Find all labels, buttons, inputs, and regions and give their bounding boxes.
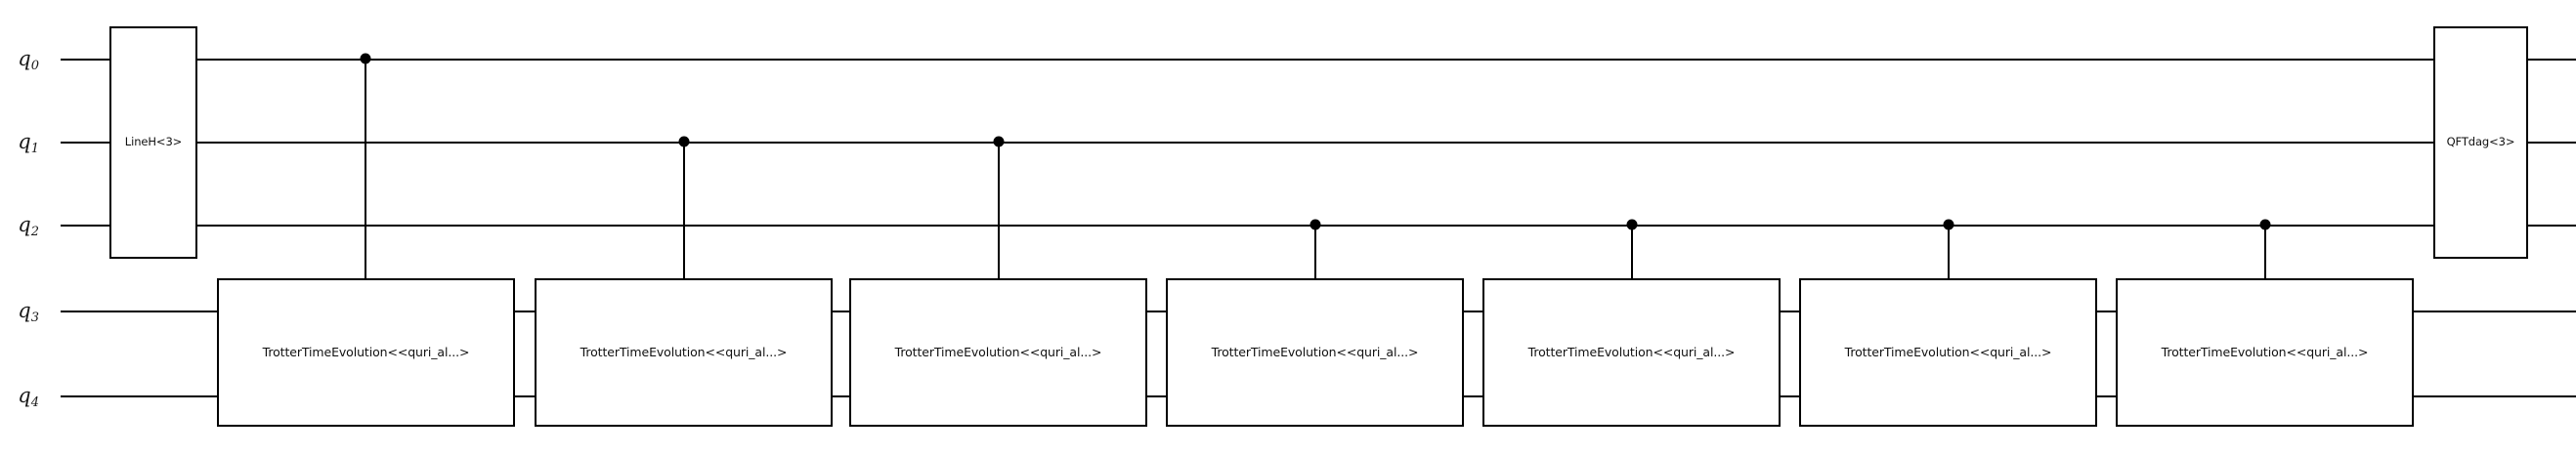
wire-q3-3	[1147, 311, 1166, 312]
wire-q2-2	[2528, 225, 2576, 227]
wire-q3-6	[2097, 311, 2116, 312]
gate-lineh-label: LineH<3>	[124, 135, 183, 149]
control-line-7	[2264, 225, 2266, 278]
wire-q0-1	[197, 59, 2433, 61]
wire-q1-1	[197, 142, 2433, 144]
control-line-5	[1631, 225, 1633, 278]
qubit-label-q0: q0	[18, 47, 39, 73]
gate-qftdag-label: QFTdag<3>	[2446, 135, 2515, 149]
gate-trotter-label-6: TrotterTimeEvolution<<quri_al...>	[1844, 344, 2052, 359]
wire-q0-2	[2528, 59, 2576, 61]
gate-trotter-label-3: TrotterTimeEvolution<<quri_al...>	[894, 344, 1102, 359]
control-dot-q2-6[interactable]	[1943, 219, 1954, 230]
wire-q4-1	[515, 395, 535, 397]
wire-q4-6	[2097, 395, 2116, 397]
gate-trotter-time-evolution-2[interactable]: TrotterTimeEvolution<<quri_al...>	[535, 278, 833, 427]
control-dot-q1-2[interactable]	[678, 136, 690, 147]
gate-qftdag[interactable]: QFTdag<3>	[2433, 26, 2528, 259]
control-dot-q2-7[interactable]	[2259, 219, 2271, 230]
control-dot-q1-3[interactable]	[993, 136, 1005, 147]
wire-q3-7	[2414, 311, 2576, 312]
qubit-label-q3: q3	[18, 299, 39, 325]
gate-trotter-label-7: TrotterTimeEvolution<<quri_al...>	[2161, 344, 2369, 359]
control-dot-q0-1[interactable]	[360, 53, 371, 64]
gate-trotter-time-evolution-4[interactable]: TrotterTimeEvolution<<quri_al...>	[1166, 278, 1464, 427]
wire-q3-5	[1781, 311, 1799, 312]
gate-trotter-time-evolution-7[interactable]: TrotterTimeEvolution<<quri_al...>	[2116, 278, 2414, 427]
qubit-label-q1: q1	[18, 130, 39, 156]
gate-trotter-label-4: TrotterTimeEvolution<<quri_al...>	[1211, 344, 1419, 359]
wire-q3-1	[515, 311, 535, 312]
control-line-2	[683, 142, 685, 278]
gate-trotter-time-evolution-6[interactable]: TrotterTimeEvolution<<quri_al...>	[1799, 278, 2097, 427]
wire-q3-0	[61, 311, 217, 312]
qubit-label-q4: q4	[18, 384, 39, 410]
gate-lineh[interactable]: LineH<3>	[109, 26, 197, 259]
control-line-4	[1314, 225, 1316, 278]
wire-q4-7	[2414, 395, 2576, 397]
control-line-6	[1948, 225, 1950, 278]
wire-q3-4	[1464, 311, 1482, 312]
control-line-3	[998, 142, 1000, 278]
qubit-label-q2: q2	[18, 213, 39, 239]
control-line-1	[365, 59, 366, 278]
gate-trotter-time-evolution-5[interactable]: TrotterTimeEvolution<<quri_al...>	[1482, 278, 1781, 427]
wire-q4-2	[833, 395, 849, 397]
wire-q1-2	[2528, 142, 2576, 144]
wire-q4-5	[1781, 395, 1799, 397]
gate-trotter-label-1: TrotterTimeEvolution<<quri_al...>	[262, 344, 470, 359]
gate-trotter-time-evolution-3[interactable]: TrotterTimeEvolution<<quri_al...>	[849, 278, 1147, 427]
control-dot-q2-5[interactable]	[1626, 219, 1638, 230]
wire-q1-0	[61, 142, 109, 144]
wire-q4-0	[61, 395, 217, 397]
wire-q4-4	[1464, 395, 1482, 397]
gate-trotter-label-2: TrotterTimeEvolution<<quri_al...>	[580, 344, 788, 359]
wire-q4-3	[1147, 395, 1166, 397]
wire-q0-0	[61, 59, 109, 61]
control-dot-q2-4[interactable]	[1309, 219, 1321, 230]
gate-trotter-time-evolution-1[interactable]: TrotterTimeEvolution<<quri_al...>	[217, 278, 515, 427]
wire-q3-2	[833, 311, 849, 312]
wire-q2-0	[61, 225, 109, 227]
gate-trotter-label-5: TrotterTimeEvolution<<quri_al...>	[1527, 344, 1736, 359]
